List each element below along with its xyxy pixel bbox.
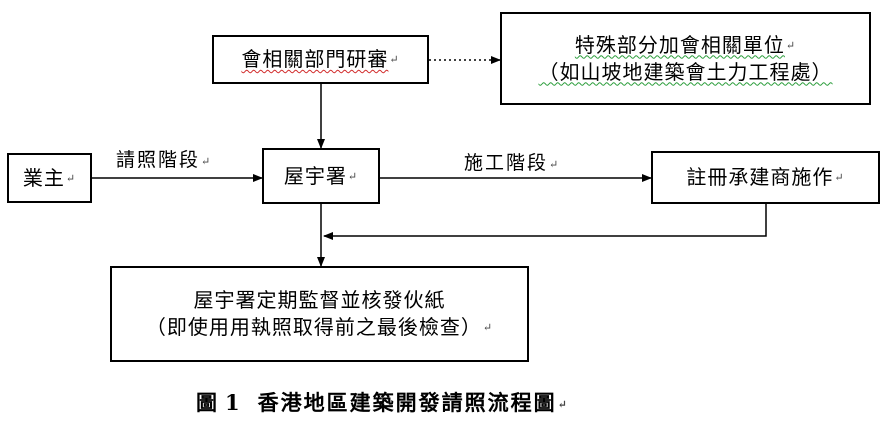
edge-label-construction-stage: 施工階段↵ xyxy=(464,148,560,175)
paragraph-mark: ↵ xyxy=(347,169,359,183)
paragraph-mark: ↵ xyxy=(482,321,494,335)
node-owner-label: 業主 xyxy=(22,165,65,190)
node-contractor: 註冊承建商施作↵ xyxy=(651,151,880,204)
edge-label-permit-stage: 請照階段↵ xyxy=(116,145,212,172)
paragraph-mark: ↵ xyxy=(201,154,213,168)
node-buildings-dept: 屋宇署↵ xyxy=(262,148,380,204)
node-inspection-line1: 屋宇署定期監督並核發伙紙 xyxy=(194,287,446,314)
node-contractor-label: 註冊承建商施作 xyxy=(686,165,834,189)
edge-label-construction-stage-text: 施工階段 xyxy=(464,152,549,174)
arrow-contractor-feedback xyxy=(323,204,767,240)
paragraph-mark: ↵ xyxy=(389,53,400,67)
figure-caption-number: 1 xyxy=(225,390,242,415)
figure-caption-prefix: 圖 xyxy=(196,390,219,415)
node-review-dept-label: 會相關部門研審 xyxy=(241,47,389,71)
node-inspection-line2: （即使用用執照取得前之最後檢查）↵ xyxy=(146,314,493,341)
node-special-units-line2-text: （如山坡地建築會土力工程處） xyxy=(538,59,833,84)
node-special-units-line1: 特殊部分加會相關單位↵ xyxy=(575,32,796,59)
node-buildings-dept-label: 屋宇署 xyxy=(283,163,347,188)
node-inspection-line2-text: （即使用用執照取得前之最後檢查） xyxy=(145,315,482,339)
node-special-units-line2: （如山坡地建築會土力工程處） xyxy=(539,59,833,86)
figure-caption-title: 香港地區建築開發請照流程圖 xyxy=(257,390,557,415)
node-owner: 業主↵ xyxy=(7,153,92,203)
node-inspection: 屋宇署定期監督並核發伙紙 （即使用用執照取得前之最後檢查）↵ xyxy=(110,266,529,362)
paragraph-mark: ↵ xyxy=(549,157,561,171)
paragraph-mark: ↵ xyxy=(834,171,845,185)
node-inspection-line1-text: 屋宇署定期監督並核發伙紙 xyxy=(193,288,446,312)
node-review-dept: 會相關部門研審↵ xyxy=(212,35,429,84)
paragraph-mark: ↵ xyxy=(785,38,797,52)
node-special-units: 特殊部分加會相關單位↵ （如山坡地建築會土力工程處） xyxy=(500,12,871,105)
node-special-units-line1-text: 特殊部分加會相關單位 xyxy=(574,32,785,57)
edge-label-permit-stage-text: 請照階段 xyxy=(116,149,201,171)
paragraph-mark: ↵ xyxy=(557,398,569,411)
paragraph-mark: ↵ xyxy=(65,171,77,185)
